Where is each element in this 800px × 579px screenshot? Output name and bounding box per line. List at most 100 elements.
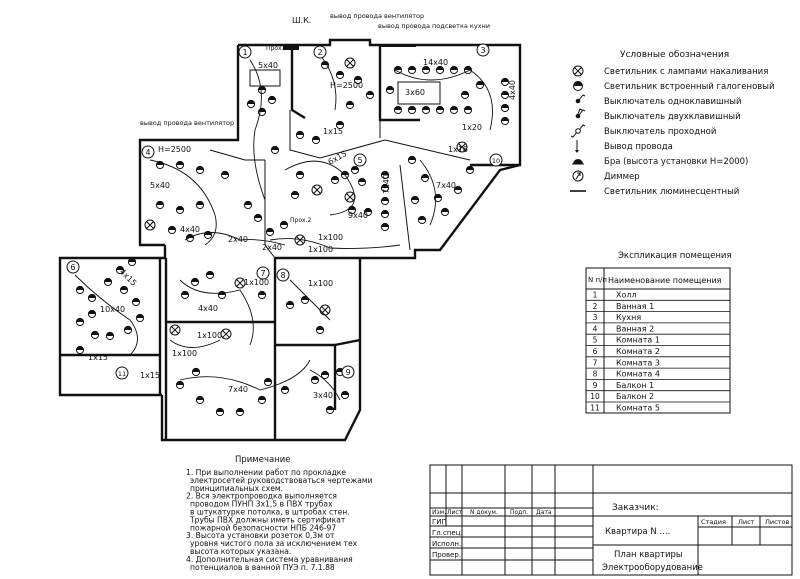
notes: Примечание 1. При выполнении работ по пр… (186, 455, 373, 572)
halogen-spot-icon (435, 65, 445, 75)
walls (58, 38, 522, 442)
spec-row-name: Комната 3 (616, 358, 660, 367)
halogen-spot-icon (449, 105, 459, 115)
spec-row-num: 4 (593, 324, 598, 333)
halogen-spot-icon (421, 65, 431, 75)
room-number: 9 (341, 365, 355, 379)
legend-row: Выключатель двухклавишный (575, 108, 741, 122)
halogen-spot-icon (243, 200, 253, 210)
halogen-spot-icon (257, 290, 267, 300)
legend-label: Светильник встроенный галогеновый (604, 82, 775, 92)
halogen-spot-icon (175, 160, 185, 170)
halogen-spot-icon (340, 170, 350, 180)
halogen-spot-icon (127, 257, 137, 267)
halogen-spot-icon (253, 213, 263, 223)
incandescent-lamp-icon (319, 304, 331, 316)
legend-row: Бра (высота установки H=2000) (572, 157, 748, 167)
legend-row: Выключатель проходной (570, 124, 716, 138)
label-r3-3x60: 3x60 (405, 88, 425, 97)
svg-text:8: 8 (280, 271, 285, 280)
pass-switch-icon (570, 124, 586, 138)
halogen-spot-icon (363, 207, 373, 217)
legend-label: Бра (высота установки H=2000) (604, 157, 748, 167)
halogen-spot-icon (205, 270, 215, 280)
single-switch-icon (575, 94, 586, 104)
label-r4-2x40: 2x40 (228, 235, 248, 244)
bath-fixture (249, 69, 281, 87)
halogen-spot-icon (75, 285, 85, 295)
spec-row-num: 2 (593, 302, 598, 311)
note-line: высота которых указана. (190, 547, 291, 556)
spec-row-name: Балкон 2 (616, 392, 654, 401)
halogen-spot-icon (290, 190, 300, 200)
stamp-customer: Заказчик: (612, 503, 659, 513)
stamp-role-glspec: Гл.спец. (432, 529, 463, 537)
stamp-hdr-ndoc: N докум. (470, 509, 498, 516)
label-hall-1x100a: 1x100 (318, 233, 343, 242)
label-r6-1x15a: 1x15 (88, 353, 108, 362)
room-number: 1 (238, 45, 252, 59)
halogen-spot-icon (175, 380, 185, 390)
halogen-spot-icon (115, 265, 125, 275)
halogen-spot-icon (440, 207, 450, 217)
halogen-spot-icon (380, 209, 390, 219)
svg-text:9: 9 (345, 368, 350, 377)
halogen-spot-icon (380, 222, 390, 232)
label-r5-9x40: 9x40 (348, 211, 368, 220)
label-hall-1x100b: 1x100 (308, 245, 333, 254)
halogen-spot-icon (407, 105, 417, 115)
incandescent-lamp-icon (344, 57, 356, 69)
spec-row: 1 Холл (593, 291, 637, 300)
note-line: 4. Дополнительная система уравнивания (186, 555, 353, 564)
label-r6-1x15b: 1x15 (140, 371, 160, 380)
legend-label: Вывод провода (604, 142, 673, 152)
incandescent-lamp-icon (294, 234, 306, 246)
legend-label: Выключатель проходной (604, 127, 716, 137)
halogen-spot-icon (417, 215, 427, 225)
halogen-spot-icon (320, 60, 330, 70)
legend-row: Светильник встроенный галогеновый (573, 81, 775, 92)
halogen-spot-icon (75, 345, 85, 355)
svg-text:6: 6 (70, 263, 75, 272)
halogen-spot-icon (235, 407, 245, 417)
halogen-spot-icon (407, 65, 417, 75)
note-line: электросетей руководствоваться чертежами (190, 476, 373, 485)
spec-row-num: 1 (593, 291, 598, 300)
halogen-spot-icon (167, 225, 177, 235)
spec-row-name: Холл (616, 291, 637, 300)
halogen-spot-icon (195, 395, 205, 405)
fixture-labels: Ш.К. вывод провода вентилятор вывод пров… (88, 12, 517, 400)
legend-label: Выключатель двухклавишный (604, 112, 741, 122)
halogen-spot-icon (270, 145, 280, 155)
halogen-spot-icon (310, 375, 320, 385)
stamp-hdr-list: Лист (447, 509, 463, 516)
spec-row-num: 11 (590, 404, 600, 413)
halogen-spot-icon (573, 81, 583, 91)
stamp-role-gip: ГИП (432, 518, 447, 526)
halogen-spots (75, 60, 510, 417)
halogen-spot-icon (75, 317, 85, 327)
halogen-spot-icon (475, 80, 485, 90)
svg-text:10: 10 (492, 157, 500, 165)
note-line: 2. Вся электропроводка выполняется (186, 492, 337, 501)
wiring (74, 54, 493, 401)
spec-row-num: 9 (593, 381, 598, 390)
label-r1-proh: Прох.1 (266, 45, 287, 52)
label-hall-proh2: Прох.2 (290, 217, 311, 224)
halogen-spot-icon (90, 330, 100, 340)
stamp-sheet-list: Лист (738, 518, 755, 526)
spec-row: 2 Ванная 1 (586, 299, 730, 311)
halogen-spot-icon (285, 300, 295, 310)
spec-row-name: Ванная 1 (616, 302, 654, 311)
halogen-spot-icon (315, 325, 325, 335)
halogen-spot-icon (410, 195, 420, 205)
note-line: проводом ПУНП 3x1,5 в ПВХ трубах (190, 500, 333, 509)
stamp-title: План квартиры (614, 550, 683, 560)
incandescent-lamp-icon (572, 65, 584, 77)
halogen-spot-icon (465, 165, 475, 175)
halogen-spot-icon (105, 331, 115, 341)
incandescent-lamp-icon (311, 184, 323, 196)
svg-text:7: 7 (260, 269, 265, 278)
